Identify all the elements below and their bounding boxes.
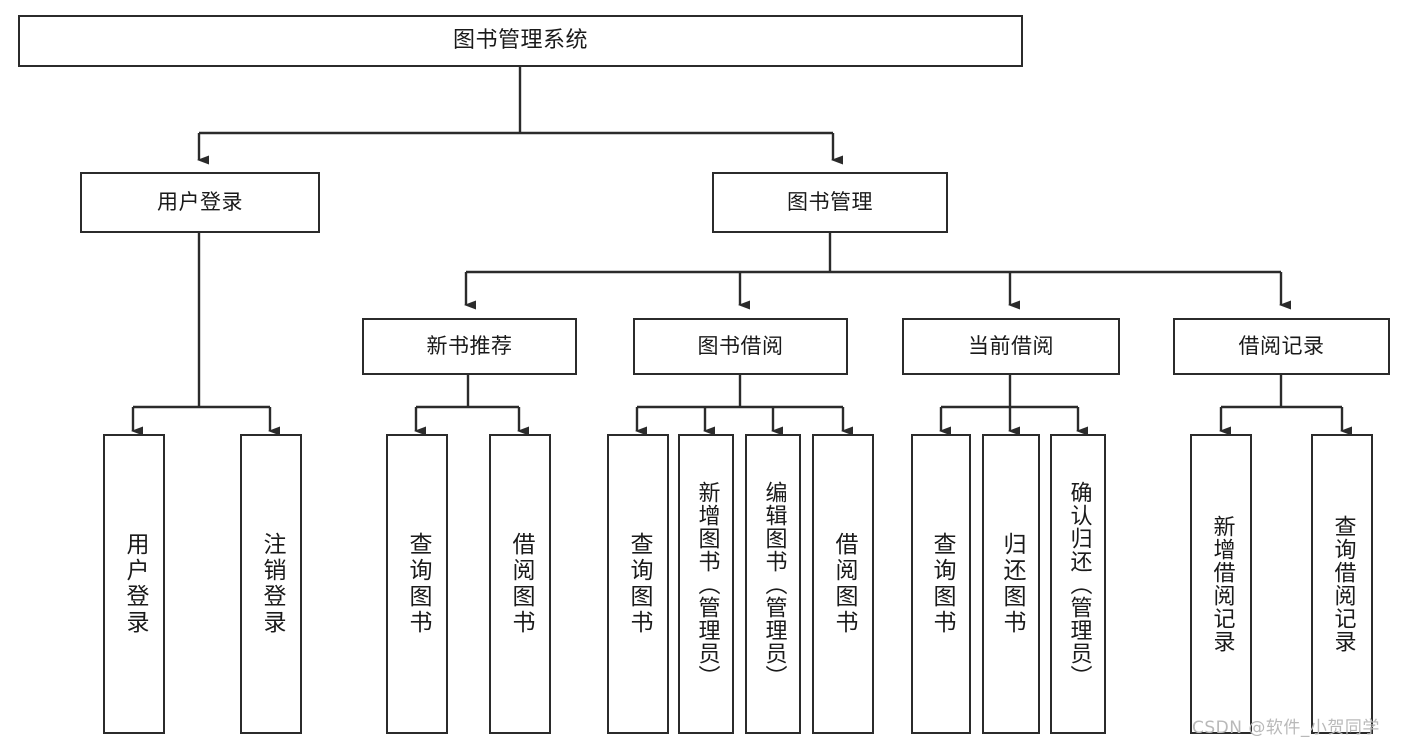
node-label: 用户登录 xyxy=(121,532,148,636)
leaf-add-book-admin[interactable]: 新增图书（管理员） xyxy=(678,434,734,734)
leaf-logout[interactable]: 注销登录 xyxy=(240,434,302,734)
leaf-borrow-book[interactable]: 借阅图书 xyxy=(812,434,874,734)
leaf-add-borrow-record[interactable]: 新增借阅记录 xyxy=(1190,434,1252,734)
leaf-user-login[interactable]: 用户登录 xyxy=(103,434,165,734)
leaf-borrow-book-recommend[interactable]: 借阅图书 xyxy=(489,434,551,734)
node-label: 当前借阅 xyxy=(968,334,1054,359)
node-label: 编辑图书（管理员） xyxy=(761,480,787,688)
node-label: 确认归还（管理员） xyxy=(1066,480,1092,688)
node-label: 借阅记录 xyxy=(1238,334,1325,359)
leaf-edit-book-admin[interactable]: 编辑图书（管理员） xyxy=(745,434,801,734)
node-label: 查询图书 xyxy=(404,532,431,636)
node-label: 归还图书 xyxy=(998,532,1025,636)
csdn-watermark: CSDN @软件_小贺同学 xyxy=(1192,718,1380,738)
node-label: 查询图书 xyxy=(625,532,652,636)
node-label: 新增图书（管理员） xyxy=(694,480,720,688)
leaf-query-book-borrow[interactable]: 查询图书 xyxy=(607,434,669,734)
node-label: 注销登录 xyxy=(258,532,285,636)
node-root-system[interactable]: 图书管理系统 xyxy=(18,15,1023,67)
node-current-borrow[interactable]: 当前借阅 xyxy=(902,318,1120,375)
leaf-query-book-recommend[interactable]: 查询图书 xyxy=(386,434,448,734)
node-new-book-recommend[interactable]: 新书推荐 xyxy=(362,318,577,375)
node-label: 查询图书 xyxy=(928,532,955,636)
node-book-management[interactable]: 图书管理 xyxy=(712,172,948,233)
node-label: 图书借阅 xyxy=(697,334,784,359)
node-label: 新书推荐 xyxy=(426,334,513,359)
node-label: 图书管理系统 xyxy=(452,28,588,54)
leaf-query-borrow-record[interactable]: 查询借阅记录 xyxy=(1311,434,1373,734)
node-label: 查询借阅记录 xyxy=(1330,515,1356,653)
leaf-return-book[interactable]: 归还图书 xyxy=(982,434,1040,734)
leaf-confirm-return-admin[interactable]: 确认归还（管理员） xyxy=(1050,434,1106,734)
node-label: 新增借阅记录 xyxy=(1209,515,1235,653)
leaf-query-book-current[interactable]: 查询图书 xyxy=(911,434,971,734)
node-label: 借阅图书 xyxy=(507,532,534,636)
node-user-login[interactable]: 用户登录 xyxy=(80,172,320,233)
node-label: 用户登录 xyxy=(157,190,243,215)
node-borrow-record[interactable]: 借阅记录 xyxy=(1173,318,1390,375)
node-book-borrow[interactable]: 图书借阅 xyxy=(633,318,848,375)
node-label: 借阅图书 xyxy=(830,532,857,636)
node-label: 图书管理 xyxy=(787,190,873,215)
